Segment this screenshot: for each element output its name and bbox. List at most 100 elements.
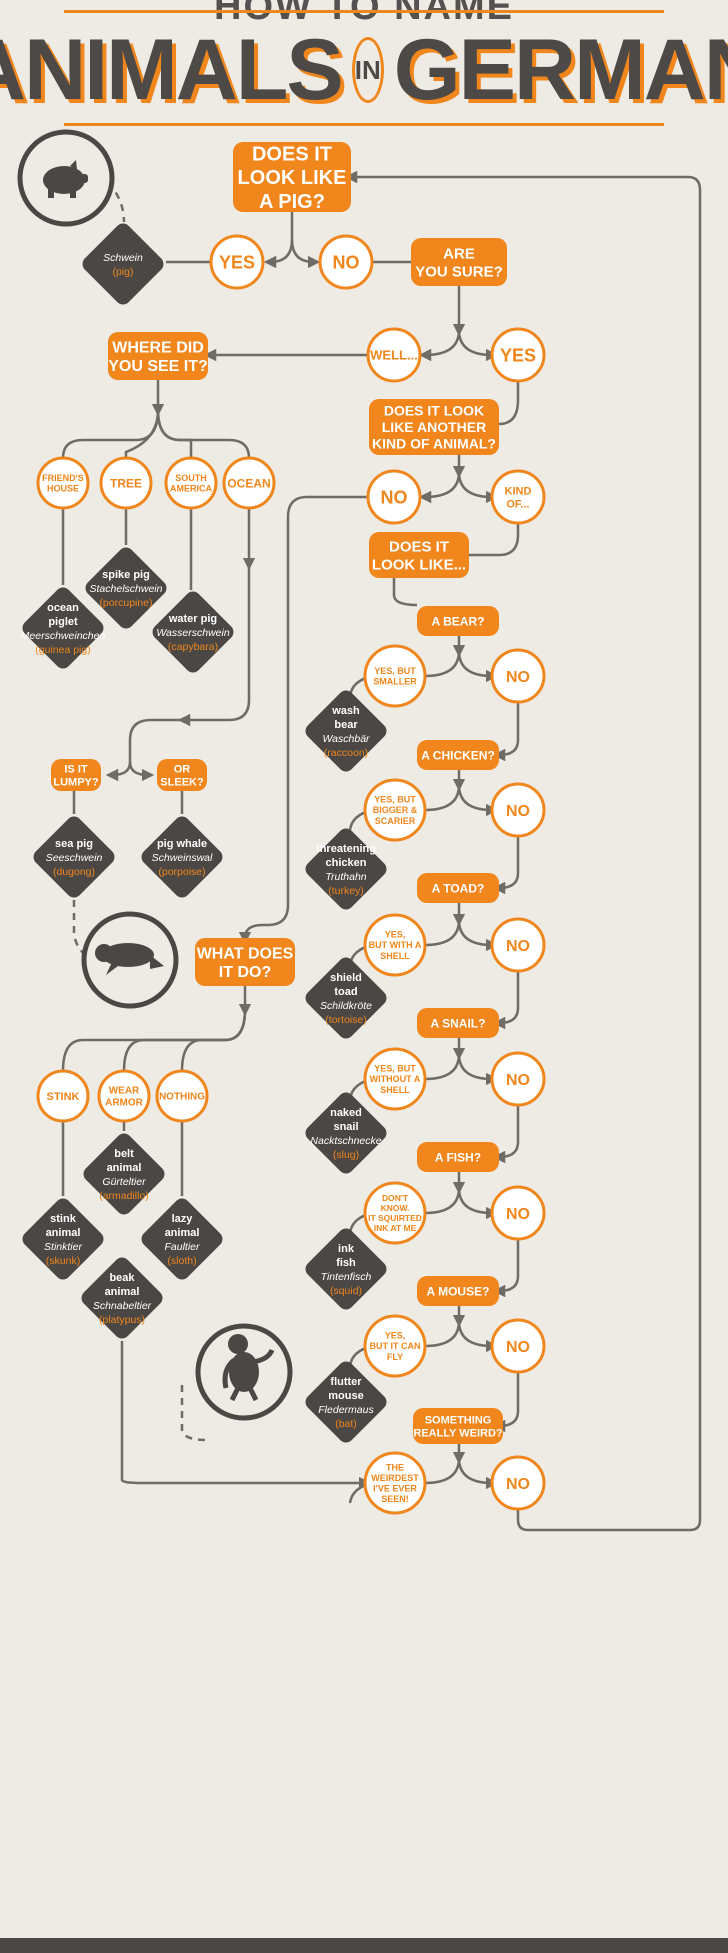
english-name: (raccoon)	[324, 747, 368, 759]
connector-line	[492, 702, 520, 762]
connector-line	[156, 409, 251, 459]
answer-circle-yes-sure: YES	[490, 327, 546, 383]
node-label: pig whale	[157, 838, 207, 850]
node-label: STINK	[47, 1091, 80, 1103]
answer-circle-no-bear: NO	[490, 648, 546, 704]
answer-circle-yes-pig: YES	[209, 234, 265, 290]
node-label: WELL...	[370, 348, 418, 363]
connector-line	[418, 471, 461, 504]
connector-line	[290, 239, 321, 269]
footer-bar	[0, 1938, 728, 1953]
node-label: water pig	[168, 613, 217, 625]
german-name: Schwein	[103, 252, 143, 264]
answer-circle-no-mouse: NO	[490, 1318, 546, 1374]
node-label: spike pig	[102, 569, 150, 581]
node-label: A CHICKEN?	[421, 748, 495, 762]
node-label: NO	[506, 803, 530, 820]
english-name: (squid)	[330, 1285, 362, 1297]
english-name: (dugong)	[53, 866, 95, 878]
german-name: Tintenfisch	[321, 1271, 372, 1283]
node-label: sea pig	[55, 838, 93, 850]
answer-circle-tree: TREE	[99, 456, 153, 510]
connector-line	[105, 718, 184, 782]
node-label: A SNAIL?	[431, 1016, 486, 1030]
german-name: Waschbär	[322, 733, 370, 745]
node-label: NO	[381, 488, 408, 508]
connector-line	[424, 1457, 461, 1485]
top-title: HOW TO NAME	[214, 0, 514, 28]
english-name: (porcupine)	[99, 597, 152, 609]
node-label: NO	[506, 1476, 530, 1493]
connector-line	[457, 1457, 499, 1490]
english-name: (slug)	[333, 1149, 359, 1161]
connector-line	[457, 784, 499, 817]
connector-line	[177, 564, 251, 727]
node-label: OCEAN	[227, 476, 270, 490]
title-word-in: IN	[351, 37, 384, 103]
connector-line	[457, 919, 499, 952]
question-box-snail: A SNAIL?	[417, 1008, 499, 1038]
title-word-german: GERMAN	[393, 22, 728, 118]
node-label: A BEAR?	[432, 614, 485, 628]
german-name: Wasserschwein	[156, 627, 229, 639]
connector-line	[424, 1320, 461, 1348]
question-box-bear: A BEAR?	[417, 606, 499, 636]
german-name: Fledermaus	[318, 1404, 374, 1416]
german-name: Nacktschnecke	[310, 1135, 381, 1147]
english-name: (bat)	[335, 1418, 357, 1430]
connector-line	[492, 1239, 520, 1298]
connector-line	[128, 761, 155, 782]
node-label: A TOAD?	[432, 881, 485, 895]
connector-line	[238, 495, 368, 945]
english-name: (capybara)	[168, 641, 218, 653]
connector-line	[492, 1105, 520, 1164]
connector-line	[457, 1187, 499, 1220]
connector-line	[424, 1187, 461, 1215]
connector-line	[263, 212, 294, 269]
node-label: TREE	[110, 476, 142, 490]
dugong-icon	[81, 911, 179, 1009]
english-name: (tortoise)	[325, 1014, 366, 1026]
german-name: Stinktier	[44, 1241, 82, 1253]
german-name: Gürteltier	[102, 1176, 146, 1188]
pig-icon	[17, 129, 115, 227]
top-rule	[64, 10, 664, 13]
german-name: Truthahn	[325, 871, 366, 883]
english-name: (guinea pig)	[35, 644, 90, 656]
